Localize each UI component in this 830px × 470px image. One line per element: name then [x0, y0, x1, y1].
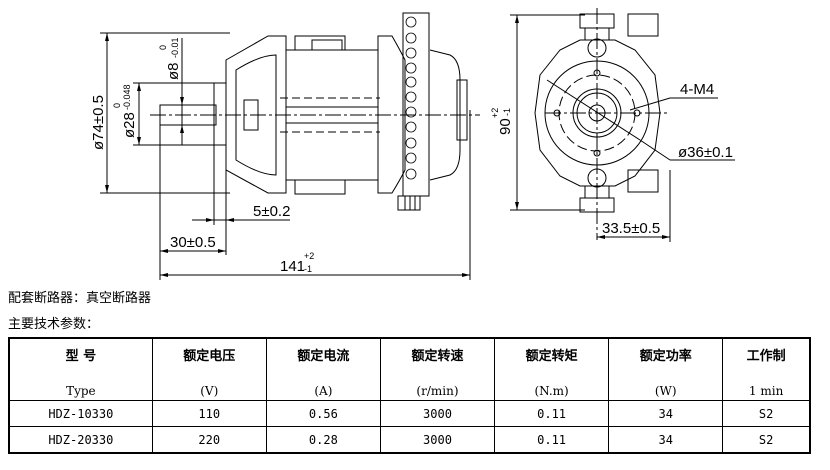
- cell: HDZ-10330: [8, 400, 153, 427]
- header-unit: (V): [200, 384, 219, 398]
- header-cn: 额定转速: [411, 349, 464, 364]
- cell: 34: [608, 426, 724, 454]
- cell: 0.28: [265, 426, 381, 454]
- dim-end-height-tol-upper: +2: [490, 108, 500, 118]
- header-cn: 额定转矩: [525, 349, 578, 364]
- header-unit: Type: [66, 384, 96, 398]
- cell: 0.11: [494, 426, 610, 454]
- dim-end-height: 90: [497, 118, 514, 135]
- rear-endcap: [377, 35, 406, 194]
- header-unit: (A): [314, 384, 333, 398]
- end-view: 90 +2 -1 4-M4 ø36±0.1 33.5±0.5: [490, 8, 735, 242]
- header-type: 型 号 Type: [8, 337, 153, 401]
- dim-body-diameter: ø74±0.5: [90, 95, 107, 150]
- table-header-row: 型 号 Type 额定电压 (V) 额定电流 (A) 额定转速 (r/min) 额定转矩…: [8, 337, 811, 401]
- dim-total-tol-lower: -1: [304, 264, 312, 274]
- dim-shaft-tol-lower: -0.01: [170, 37, 180, 58]
- params-title: 主要技术参数：: [8, 317, 100, 332]
- cell: S2: [722, 400, 811, 427]
- header-speed: 额定转速 (r/min): [379, 337, 496, 401]
- header-cn: 额定电流: [297, 349, 350, 364]
- dim-total-length: 141: [280, 258, 305, 275]
- header-cn: 额定电压: [183, 349, 236, 364]
- side-view: ø74±0.5 ø28 0 -0.048 ø8 0 -0.01 5±0.2 30…: [90, 12, 480, 280]
- dim-hub-diameter: ø28: [121, 112, 138, 138]
- dim-offset: 33.5±0.5: [602, 220, 660, 237]
- cell: 110: [151, 400, 267, 427]
- parameters-table: 型 号 Type 额定电压 (V) 额定电流 (A) 额定转速 (r/min) 额定转矩…: [8, 337, 811, 454]
- cell: 3000: [379, 426, 496, 454]
- dim-shaft-length: 30±0.5: [170, 234, 216, 251]
- header-torque: 额定转矩 (N.m): [494, 337, 610, 401]
- header-voltage: 额定电压 (V): [151, 337, 267, 401]
- cell: 0.56: [265, 400, 381, 427]
- dim-total-tol-upper: +2: [304, 251, 314, 261]
- header-unit: (N.m): [534, 384, 569, 398]
- header-cn: 额定功率: [639, 349, 692, 364]
- header-unit: (r/min): [416, 384, 459, 398]
- cell: 220: [151, 426, 267, 454]
- dim-shaft-tol-upper: 0: [158, 45, 168, 50]
- dim-end-height-tol-lower: -1: [502, 108, 512, 116]
- dim-hub-length: 5±0.2: [253, 203, 290, 220]
- table-row: HDZ-10330 110 0.56 3000 0.11 34 S2: [8, 400, 811, 427]
- dim-thread: 4-M4: [680, 81, 714, 98]
- motor-technical-drawing: ø74±0.5 ø28 0 -0.048 ø8 0 -0.01 5±0.2 30…: [90, 8, 735, 280]
- dim-bolt-circle: ø36±0.1: [678, 144, 733, 161]
- dim-hub-tol-upper: 0: [112, 103, 122, 108]
- cell: 0.11: [494, 400, 610, 427]
- cell: S2: [722, 426, 811, 454]
- table-row: HDZ-20330 220 0.28 3000 0.11 34 S2: [8, 426, 811, 454]
- header-unit: (W): [654, 384, 677, 398]
- cell: 34: [608, 400, 724, 427]
- header-current: 额定电流 (A): [265, 337, 381, 401]
- cell: 3000: [379, 400, 496, 427]
- breaker-note: 配套断路器：真空断路器: [8, 291, 152, 306]
- header-unit: 1 min: [748, 384, 784, 398]
- cell: HDZ-20330: [8, 426, 153, 454]
- header-cn: 型 号: [65, 349, 97, 364]
- header-power: 额定功率 (W): [608, 337, 724, 401]
- header-duty: 工作制 1 min: [722, 337, 811, 401]
- dim-hub-tol-lower: -0.048: [122, 84, 132, 110]
- header-cn: 工作制: [746, 349, 786, 364]
- dim-shaft-diameter: ø8: [165, 62, 182, 80]
